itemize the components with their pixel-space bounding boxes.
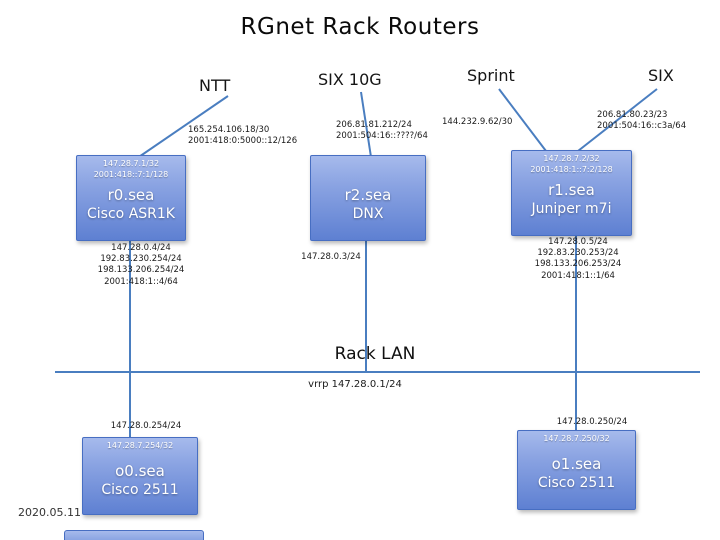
link-sprint-r1 (498, 88, 547, 152)
slide-title: RGnet Rack Routers (240, 14, 480, 40)
console-o0-lan-addr: 147.28.0.254/24 (110, 421, 182, 431)
router-r2-name: r2.sea (344, 186, 392, 204)
uplink-addrs-six: 206.81.80.23/23 2001:504:16::c3a/64 (597, 110, 687, 132)
router-r2-box: r2.sea DNX (310, 155, 426, 241)
router-r0-loopbacks: 147.28.7.1/32 2001:418::7:1/128 (93, 159, 169, 179)
uplink-label-six10g: SIX 10G (318, 70, 382, 89)
rack-lan-vrrp: vrrp 147.28.0.1/24 (308, 379, 402, 390)
console-o1-name: o1.sea (551, 455, 602, 473)
link-six10g-r2 (360, 91, 372, 158)
router-r1-lan-addrs: 147.28.0.5/24 192.83.230.253/24 198.133.… (534, 237, 622, 281)
router-r2-model: DNX (352, 206, 384, 223)
partial-box (64, 530, 204, 540)
console-o0-loopback: 147.28.7.254/32 (106, 441, 174, 450)
router-r0-lan-addrs: 147.28.0.4/24 192.83.230.254/24 198.133.… (97, 243, 185, 287)
console-o0-model: Cisco 2511 (101, 482, 179, 499)
link-ntt-r0 (132, 95, 229, 162)
router-r1-box: 147.28.7.2/32 2001:418:1::7:2/128 r1.sea… (511, 150, 632, 236)
console-o1-lan-addr: 147.28.0.250/24 (556, 417, 628, 427)
console-o1-loopback: 147.28.7.250/32 (543, 434, 610, 443)
uplink-label-ntt: NTT (199, 76, 231, 95)
uplink-label-sprint: Sprint (467, 66, 515, 85)
rack-lan-label: Rack LAN (334, 344, 416, 364)
console-o0-name: o0.sea (115, 462, 165, 480)
uplink-addrs-ntt: 165.254.106.18/30 2001:418:0:5000::12/12… (188, 125, 298, 147)
uplink-addrs-six10g: 206.81.81.212/24 2001:504:16::????/64 (336, 120, 428, 142)
router-r1-loopbacks: 147.28.7.2/32 2001:418:1::7:2/128 (530, 154, 613, 174)
console-o1-box: 147.28.7.250/32 o1.sea Cisco 2511 (517, 430, 636, 510)
console-o0-box: 147.28.7.254/32 o0.sea Cisco 2511 (82, 437, 198, 515)
router-r1-model: Juniper m7i (531, 201, 612, 218)
uplink-label-six: SIX (648, 66, 674, 85)
link-six-r1 (577, 88, 658, 152)
router-r0-box: 147.28.7.1/32 2001:418::7:1/128 r0.sea C… (76, 155, 186, 241)
router-r0-name: r0.sea (107, 186, 155, 204)
slide-date: 2020.05.11 (18, 506, 81, 519)
console-o1-model: Cisco 2511 (537, 475, 616, 492)
router-r1-name: r1.sea (548, 181, 595, 199)
uplink-addrs-sprint: 144.232.9.62/30 (442, 117, 513, 127)
router-r2-lan-addrs: 147.28.0.3/24 (301, 252, 361, 262)
router-r0-model: Cisco ASR1K (87, 206, 175, 223)
